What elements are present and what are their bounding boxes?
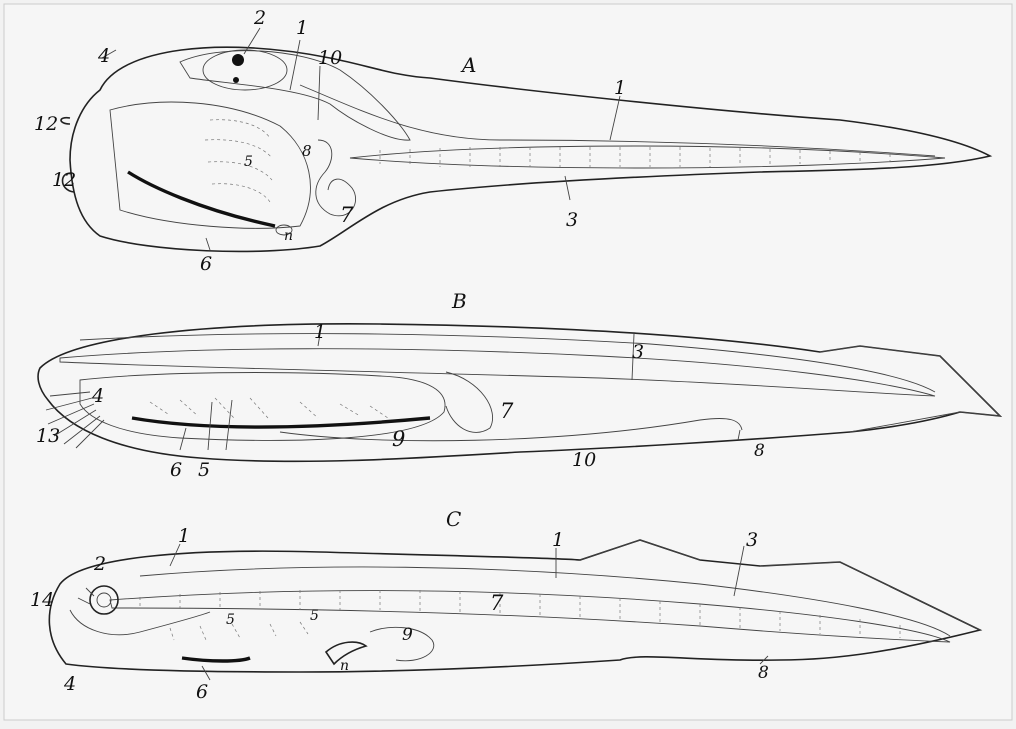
- figure-b-label-5: 5: [198, 459, 210, 481]
- plate-border: [4, 4, 1012, 720]
- figure-b-label-13: 13: [36, 425, 60, 447]
- figure-c-label-1-head: 1: [178, 525, 190, 547]
- figure-c-label-2: 2: [93, 553, 106, 575]
- figure-a-otolith: [233, 77, 239, 83]
- figure-c-letter: C: [446, 507, 461, 531]
- figure-a-label-6: 6: [200, 253, 212, 275]
- figure-b-label-9: 9: [392, 427, 405, 451]
- figure-b-label-10: 10: [572, 449, 596, 471]
- figure-b-label-1: 1: [314, 321, 326, 343]
- figure-a-label-8: 8: [302, 142, 312, 160]
- figure-a-label-12-upper: 12: [34, 113, 58, 135]
- figure-c-label-8: 8: [758, 663, 769, 683]
- figure-b-label-3: 3: [632, 341, 644, 363]
- figure-a-label-n: n: [284, 228, 293, 244]
- figure-a-label-4: 4: [97, 45, 110, 67]
- figure-c-label-n: n: [340, 658, 349, 674]
- figure-b-letter: B: [451, 289, 467, 313]
- figure-c-label-14: 14: [30, 589, 54, 611]
- figure-c-label-5-b: 5: [310, 608, 319, 624]
- figure-a-label-3: 3: [566, 209, 578, 231]
- figure-a-label-10: 10: [318, 47, 342, 69]
- figure-b-label-6: 6: [170, 459, 182, 481]
- figure-a-eyespot: [232, 54, 244, 66]
- figure-a-letter: A: [460, 53, 476, 77]
- figure-c-label-6: 6: [196, 681, 208, 703]
- figure-c-label-4: 4: [63, 673, 76, 695]
- figure-c-label-5-a: 5: [226, 612, 235, 628]
- figure-b-label-4: 4: [91, 385, 104, 407]
- figure-b-label-8: 8: [754, 441, 765, 461]
- figure-c-label-3: 3: [746, 529, 758, 551]
- figure-a-label-1-tail: 1: [614, 77, 626, 99]
- figure-a-label-5: 5: [244, 154, 253, 170]
- figure-b-label-7: 7: [500, 399, 514, 423]
- figure-a-label-12-lower: 12: [52, 169, 76, 191]
- figure-c-label-7: 7: [490, 591, 504, 615]
- figure-a-label-7: 7: [340, 203, 354, 227]
- figure-c-label-1-tail: 1: [552, 529, 564, 551]
- figure-a-label-2: 2: [253, 7, 266, 29]
- figure-a-label-1-head: 1: [296, 17, 308, 39]
- figure-c-label-9: 9: [402, 625, 413, 645]
